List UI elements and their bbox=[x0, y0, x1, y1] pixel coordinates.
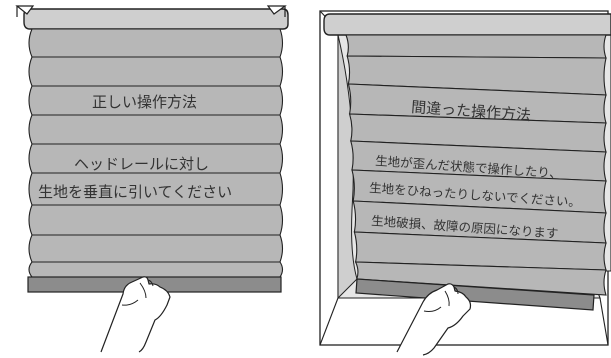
correct-title: 正しい操作方法 bbox=[92, 93, 198, 111]
fabric-curl bbox=[337, 34, 358, 300]
correct-operation-panel: 正しい操作方法 ヘッドレールに対し 生地を垂直に引いてください bbox=[0, 0, 300, 358]
fabric-pleat bbox=[28, 204, 284, 236]
correct-instruction-line2: 生地を垂直に引いてください bbox=[38, 183, 233, 201]
correct-instruction-line1: ヘッドレールに対し bbox=[74, 155, 210, 173]
fabric-pleat bbox=[28, 114, 284, 145]
fabric-pleat bbox=[345, 34, 607, 59]
correct-blind-illustration bbox=[15, 5, 289, 353]
head-rail bbox=[323, 13, 611, 36]
head-rail bbox=[15, 5, 289, 30]
distorted-fabric bbox=[337, 34, 607, 300]
incorrect-operation-panel: 間違った操作方法 生地が歪んだ状態で操作したり、 生地をひねったりしないでくださ… bbox=[300, 0, 611, 358]
fabric-pleat bbox=[28, 234, 284, 263]
hand-icon bbox=[100, 276, 171, 353]
fabric-pleat bbox=[28, 28, 284, 58]
incorrect-blind-illustration bbox=[319, 10, 611, 356]
fabric-pleat bbox=[28, 56, 284, 87]
fabric-pleat bbox=[354, 261, 607, 296]
fabric-pleat bbox=[28, 261, 284, 278]
bottom-rail bbox=[355, 278, 595, 311]
pleated-fabric bbox=[28, 28, 284, 278]
hand-icon bbox=[396, 283, 472, 356]
